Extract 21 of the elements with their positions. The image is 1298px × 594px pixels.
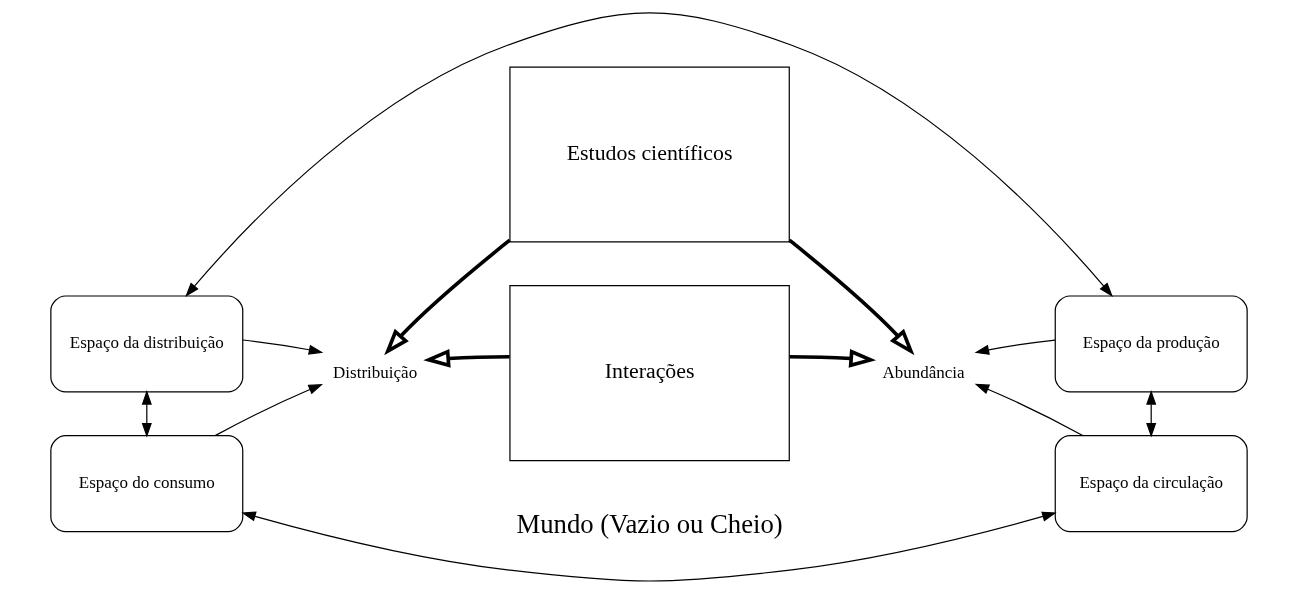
arrow bbox=[141, 390, 152, 438]
node-box: Espaço da produção bbox=[1054, 295, 1248, 393]
node-box: Estudos científicos bbox=[509, 66, 790, 243]
arrow bbox=[1146, 390, 1157, 438]
arrow bbox=[788, 238, 915, 356]
arrow bbox=[185, 12, 1113, 297]
node-box: Interações bbox=[509, 285, 790, 462]
node-text: Distribuição bbox=[333, 362, 418, 382]
arrow bbox=[974, 339, 1056, 355]
node-text: Abundância bbox=[882, 362, 965, 382]
arrow bbox=[241, 511, 1057, 582]
arrow bbox=[423, 349, 510, 368]
label: Mundo (Vazio ou Cheio) bbox=[516, 508, 783, 539]
arrow bbox=[789, 349, 877, 368]
node-box: Espaço do consumo bbox=[50, 435, 244, 533]
node-box: Espaço da circulação bbox=[1054, 435, 1248, 533]
arrow bbox=[384, 238, 511, 356]
arrow bbox=[974, 383, 1084, 437]
arrow bbox=[214, 384, 324, 437]
arrow bbox=[242, 339, 324, 355]
node-box: Espaço da distribuição bbox=[50, 295, 244, 393]
